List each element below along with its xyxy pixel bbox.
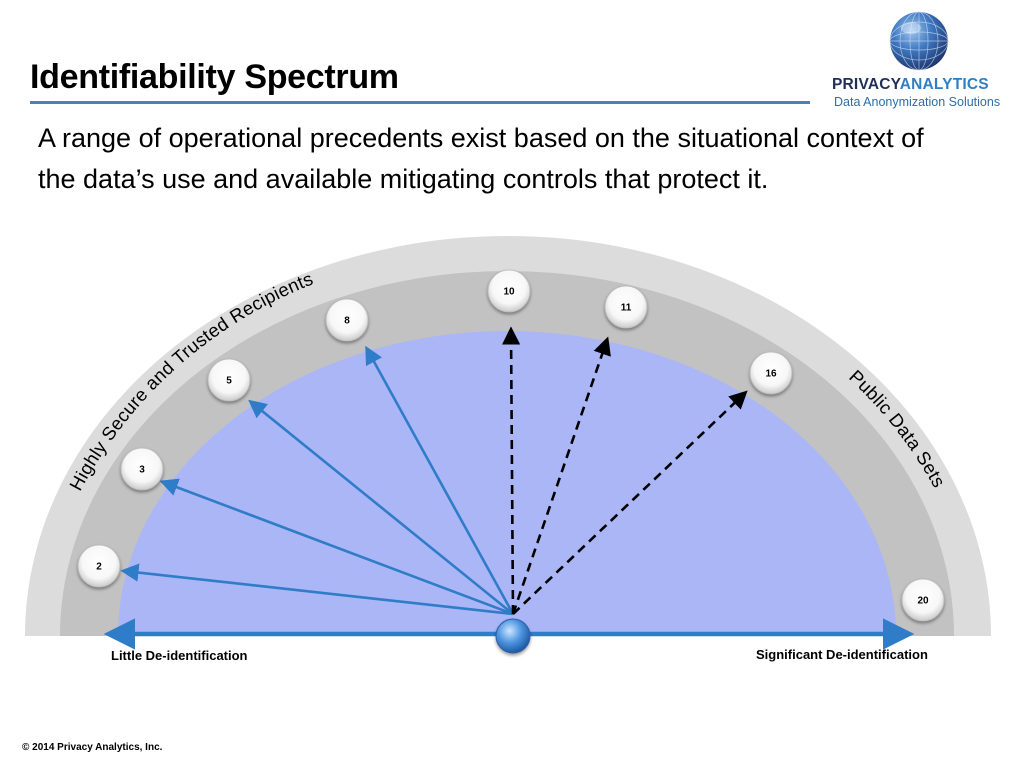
- connector-arrow-10: [502, 326, 521, 615]
- logo-tagline: Data Anonymization Solutions: [834, 95, 1001, 109]
- marker-label: 20: [917, 596, 929, 607]
- marker-5[interactable]: 5: [207, 358, 251, 402]
- copyright-footer: © 2014 Privacy Analytics, Inc.: [22, 742, 163, 753]
- logo-name-part1: PRIVACY: [832, 76, 900, 93]
- marker-10[interactable]: 10: [487, 269, 531, 313]
- marker-label: 8: [344, 316, 350, 327]
- company-logo: PRIVACYANALYTICS Data Anonymization Solu…: [832, 10, 1012, 110]
- marker-bubble: [487, 269, 531, 313]
- inner-region: [118, 331, 896, 636]
- marker-label: 5: [226, 376, 232, 387]
- description-text: A range of operational precedents exist …: [38, 123, 924, 194]
- marker-label: 10: [503, 287, 515, 298]
- marker-bubble: [120, 447, 164, 491]
- axis-label-significant: Significant De-identification: [756, 647, 928, 662]
- pivot-knob[interactable]: [495, 618, 531, 654]
- logo-name-part2: ANALYTICS: [899, 76, 989, 93]
- marker-bubble: [749, 351, 793, 395]
- marker-bubble: [901, 578, 945, 622]
- connector-arrow-8: [365, 345, 515, 615]
- connector-arrow-16: [512, 390, 748, 615]
- globe-icon: [889, 11, 949, 71]
- marker-label: 16: [765, 369, 777, 380]
- connector-arrow-11: [511, 336, 611, 615]
- marker-3[interactable]: 3: [120, 447, 164, 491]
- score-markers: 2 3 5 8 10 11 16 20: [77, 269, 945, 622]
- marker-16[interactable]: 16: [749, 351, 793, 395]
- marker-bubble: [604, 285, 648, 329]
- connector-arrow-5: [248, 399, 514, 616]
- logo-wordmark: PRIVACYANALYTICS: [832, 76, 989, 94]
- marker-label: 3: [139, 465, 145, 476]
- axis-label-little: Little De-identification: [111, 648, 248, 663]
- connector-arrows: [120, 326, 748, 616]
- connector-arrow-3: [159, 478, 514, 616]
- marker-bubble: [77, 544, 121, 588]
- marker-bubble: [325, 298, 369, 342]
- marker-bubble: [207, 358, 251, 402]
- title-underline: [30, 101, 810, 104]
- marker-label: 11: [621, 303, 632, 314]
- connector-arrow-2: [120, 563, 514, 616]
- marker-11[interactable]: 11: [604, 285, 648, 329]
- marker-20[interactable]: 20: [901, 578, 945, 622]
- marker-label: 2: [96, 562, 102, 573]
- page-title: Identifiability Spectrum: [30, 58, 399, 96]
- marker-8[interactable]: 8: [325, 298, 369, 342]
- marker-2[interactable]: 2: [77, 544, 121, 588]
